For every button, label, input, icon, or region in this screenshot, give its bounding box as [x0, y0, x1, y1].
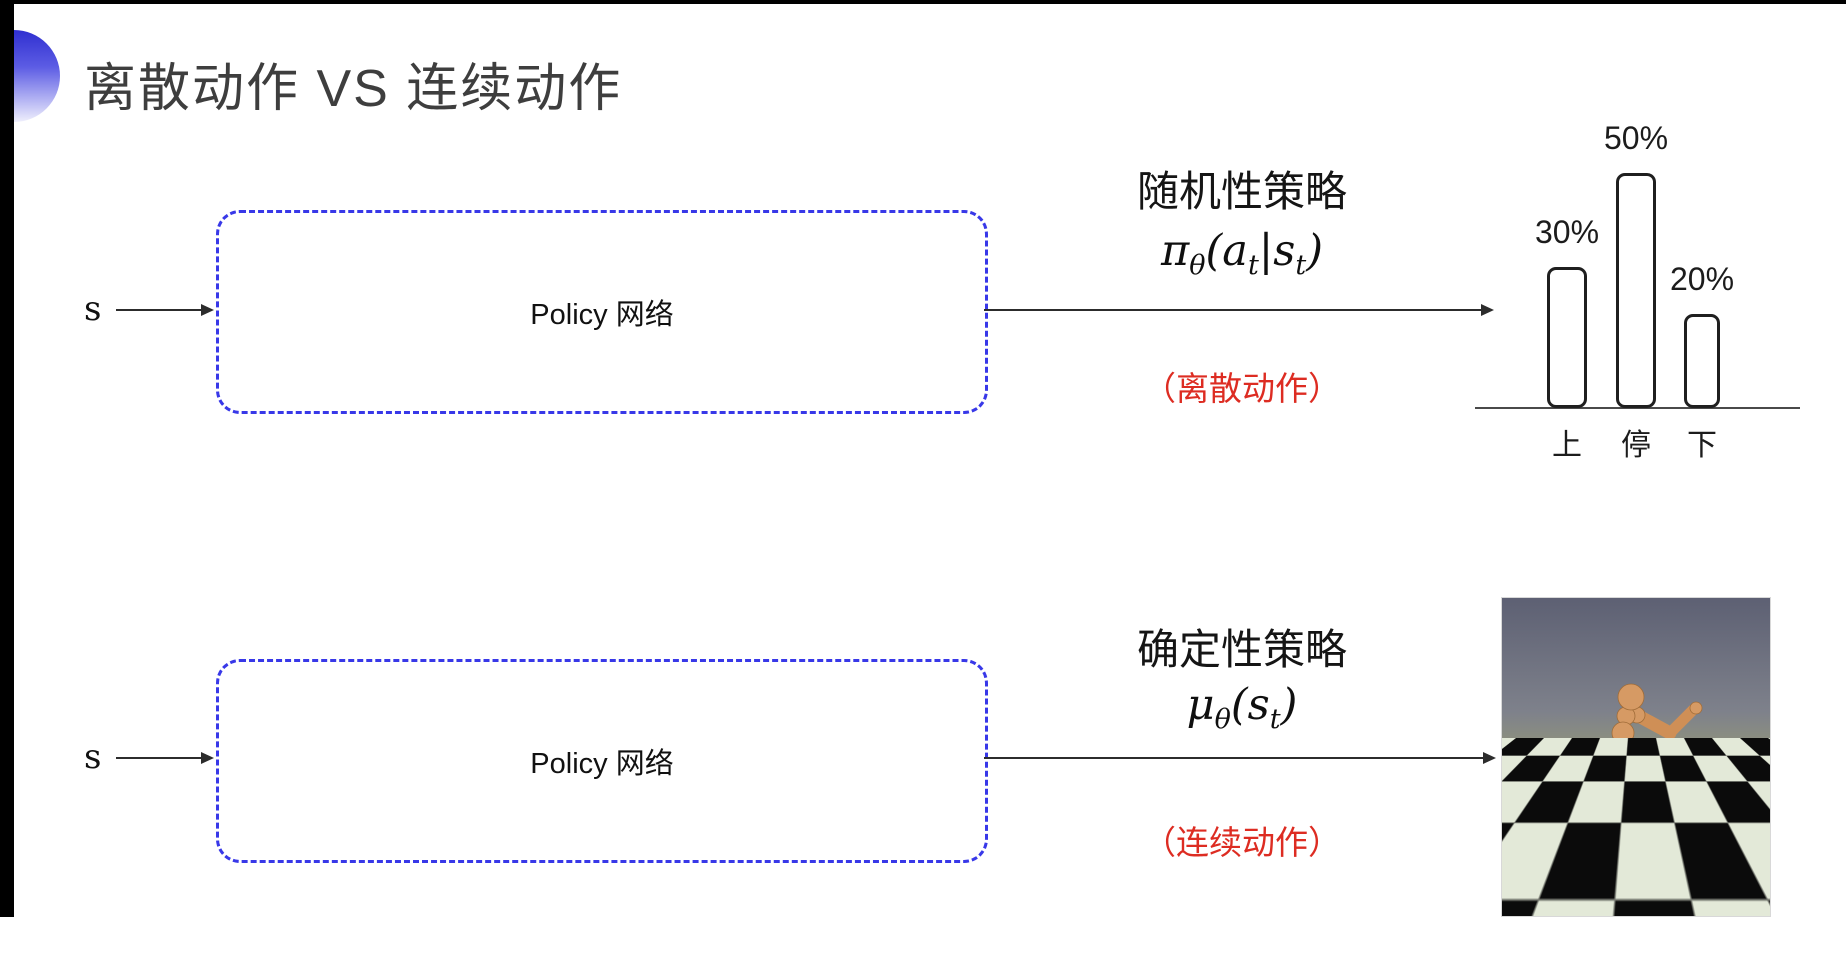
bar-stop — [1616, 173, 1656, 408]
bar-down — [1684, 314, 1720, 408]
formula-subscript: t — [1269, 704, 1281, 735]
state-input-label-top: s — [84, 289, 102, 329]
formula-text: ) — [1306, 226, 1324, 276]
bar-chart-baseline — [1475, 407, 1800, 409]
bar-category-up: 上 — [1552, 429, 1582, 462]
formula-subscript: θ — [1214, 704, 1231, 735]
formula-text: | — [1258, 226, 1274, 276]
deterministic-policy-formula: μθ(st) — [1042, 680, 1442, 735]
deterministic-policy-title: 确定性策略 — [1136, 626, 1347, 673]
bar-up — [1547, 267, 1587, 408]
formula-subscript: t — [1295, 250, 1307, 281]
formula-text: s — [1273, 226, 1296, 276]
formula-subscript: t — [1247, 250, 1259, 281]
input-arrow-bottom — [116, 757, 202, 759]
stochastic-policy-title: 随机性策略 — [1136, 168, 1347, 215]
output-arrow-top — [984, 309, 1482, 311]
formula-text: s — [1247, 680, 1270, 730]
stochastic-policy-formula: πθ(at|st) — [1042, 226, 1442, 281]
policy-network-label-bottom: Policy 网络 — [530, 748, 674, 780]
humanoid-robot-figure — [1569, 683, 1703, 910]
formula-text: ) — [1280, 680, 1298, 730]
state-input-label-bottom: s — [84, 737, 102, 777]
policy-network-box-bottom: Policy 网络 — [216, 659, 988, 863]
bar-value-label: 50% — [1603, 120, 1669, 156]
formula-text: ( — [1205, 226, 1223, 276]
bar-value-label: 30% — [1534, 214, 1600, 250]
frame-top-edge — [0, 0, 1846, 4]
bar-group-down: 20% — [1667, 261, 1737, 408]
formula-text: ( — [1230, 680, 1248, 730]
bar-group-stop: 50% — [1601, 120, 1671, 408]
horizon-haze — [1502, 738, 1770, 780]
formula-text: a — [1222, 226, 1248, 276]
continuous-action-note: （连续动作） — [1143, 824, 1341, 861]
formula-subscript: θ — [1189, 250, 1206, 281]
input-arrow-top — [116, 309, 202, 311]
policy-network-label-top: Policy 网络 — [530, 299, 674, 331]
bar-value-label: 20% — [1669, 261, 1735, 297]
slide-title: 离散动作 VS 连续动作 — [84, 60, 623, 118]
bar-category-down: 下 — [1687, 429, 1717, 462]
output-arrow-bottom — [984, 757, 1484, 759]
policy-network-box-top: Policy 网络 — [216, 210, 988, 414]
formula-symbol: μ — [1186, 680, 1215, 730]
formula-symbol: π — [1160, 226, 1190, 276]
humanoid-robot-image — [1502, 598, 1770, 916]
frame-left-edge — [0, 0, 14, 917]
bar-category-stop: 停 — [1621, 429, 1651, 462]
bar-group-up: 30% — [1532, 214, 1602, 408]
discrete-action-note: （离散动作） — [1143, 370, 1341, 407]
